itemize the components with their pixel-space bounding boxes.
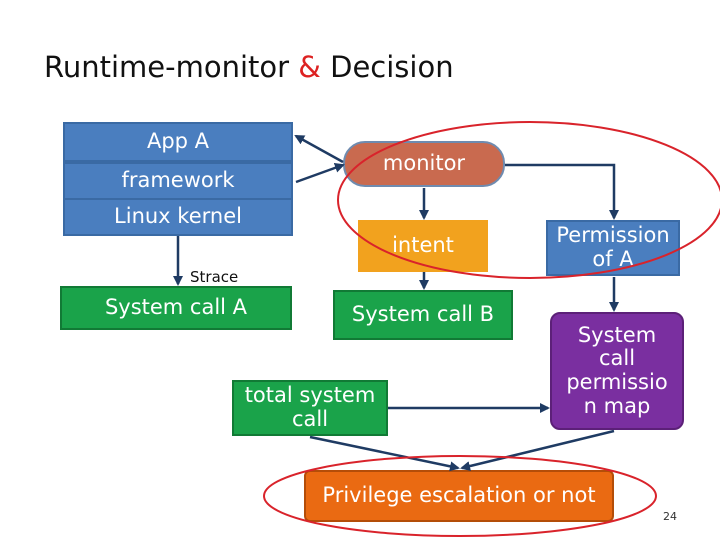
app-a-box: App A — [63, 122, 293, 162]
privilege-highlight-ellipse — [263, 455, 657, 537]
monitor-box: monitor — [343, 141, 505, 187]
permission-of-a-box: Permission of A — [546, 220, 680, 276]
arrow-map-to-privilege — [460, 429, 615, 471]
intent-box: intent — [358, 220, 488, 272]
slide-title: Runtime-monitor & Decision — [44, 50, 454, 84]
system-call-a-box: System call A — [60, 286, 292, 330]
arrow-monitor-to-permission — [505, 163, 619, 220]
arrow-total-to-privilege — [309, 435, 460, 472]
arrow-framework-to-monitor — [295, 163, 345, 184]
monitor-highlight-ellipse — [337, 121, 720, 279]
permission-map-box: System call permissio n map — [550, 312, 684, 430]
arrow-monitor-to-app — [294, 134, 344, 164]
page-number: 24 — [663, 510, 677, 523]
linux-kernel-box: Linux kernel — [63, 198, 293, 236]
title-ampersand: & — [298, 50, 321, 84]
total-system-call-box: total system call — [232, 380, 388, 436]
title-text-rest: Decision — [320, 50, 454, 84]
system-call-b-box: System call B — [333, 290, 513, 340]
title-text: Runtime-monitor — [44, 50, 299, 84]
privilege-escalation-box: Privilege escalation or not — [304, 470, 614, 522]
strace-label: Strace — [190, 268, 239, 286]
